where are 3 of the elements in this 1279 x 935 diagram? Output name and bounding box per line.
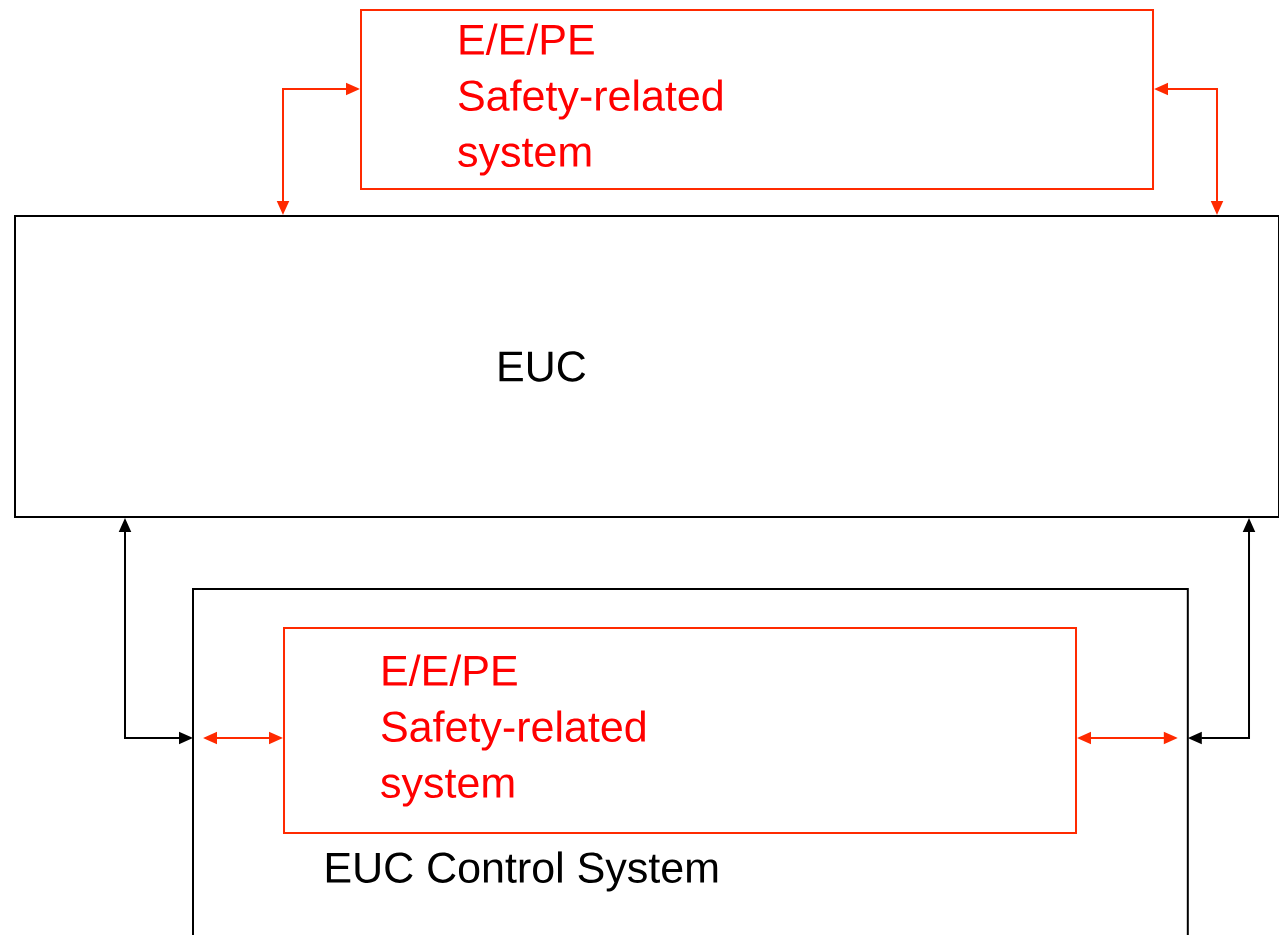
euc-box: EUC	[14, 215, 1279, 518]
safety-system-box: E/E/PE Safety-related system	[283, 627, 1077, 834]
safety-system-box: E/E/PE Safety-related system	[360, 9, 1154, 190]
